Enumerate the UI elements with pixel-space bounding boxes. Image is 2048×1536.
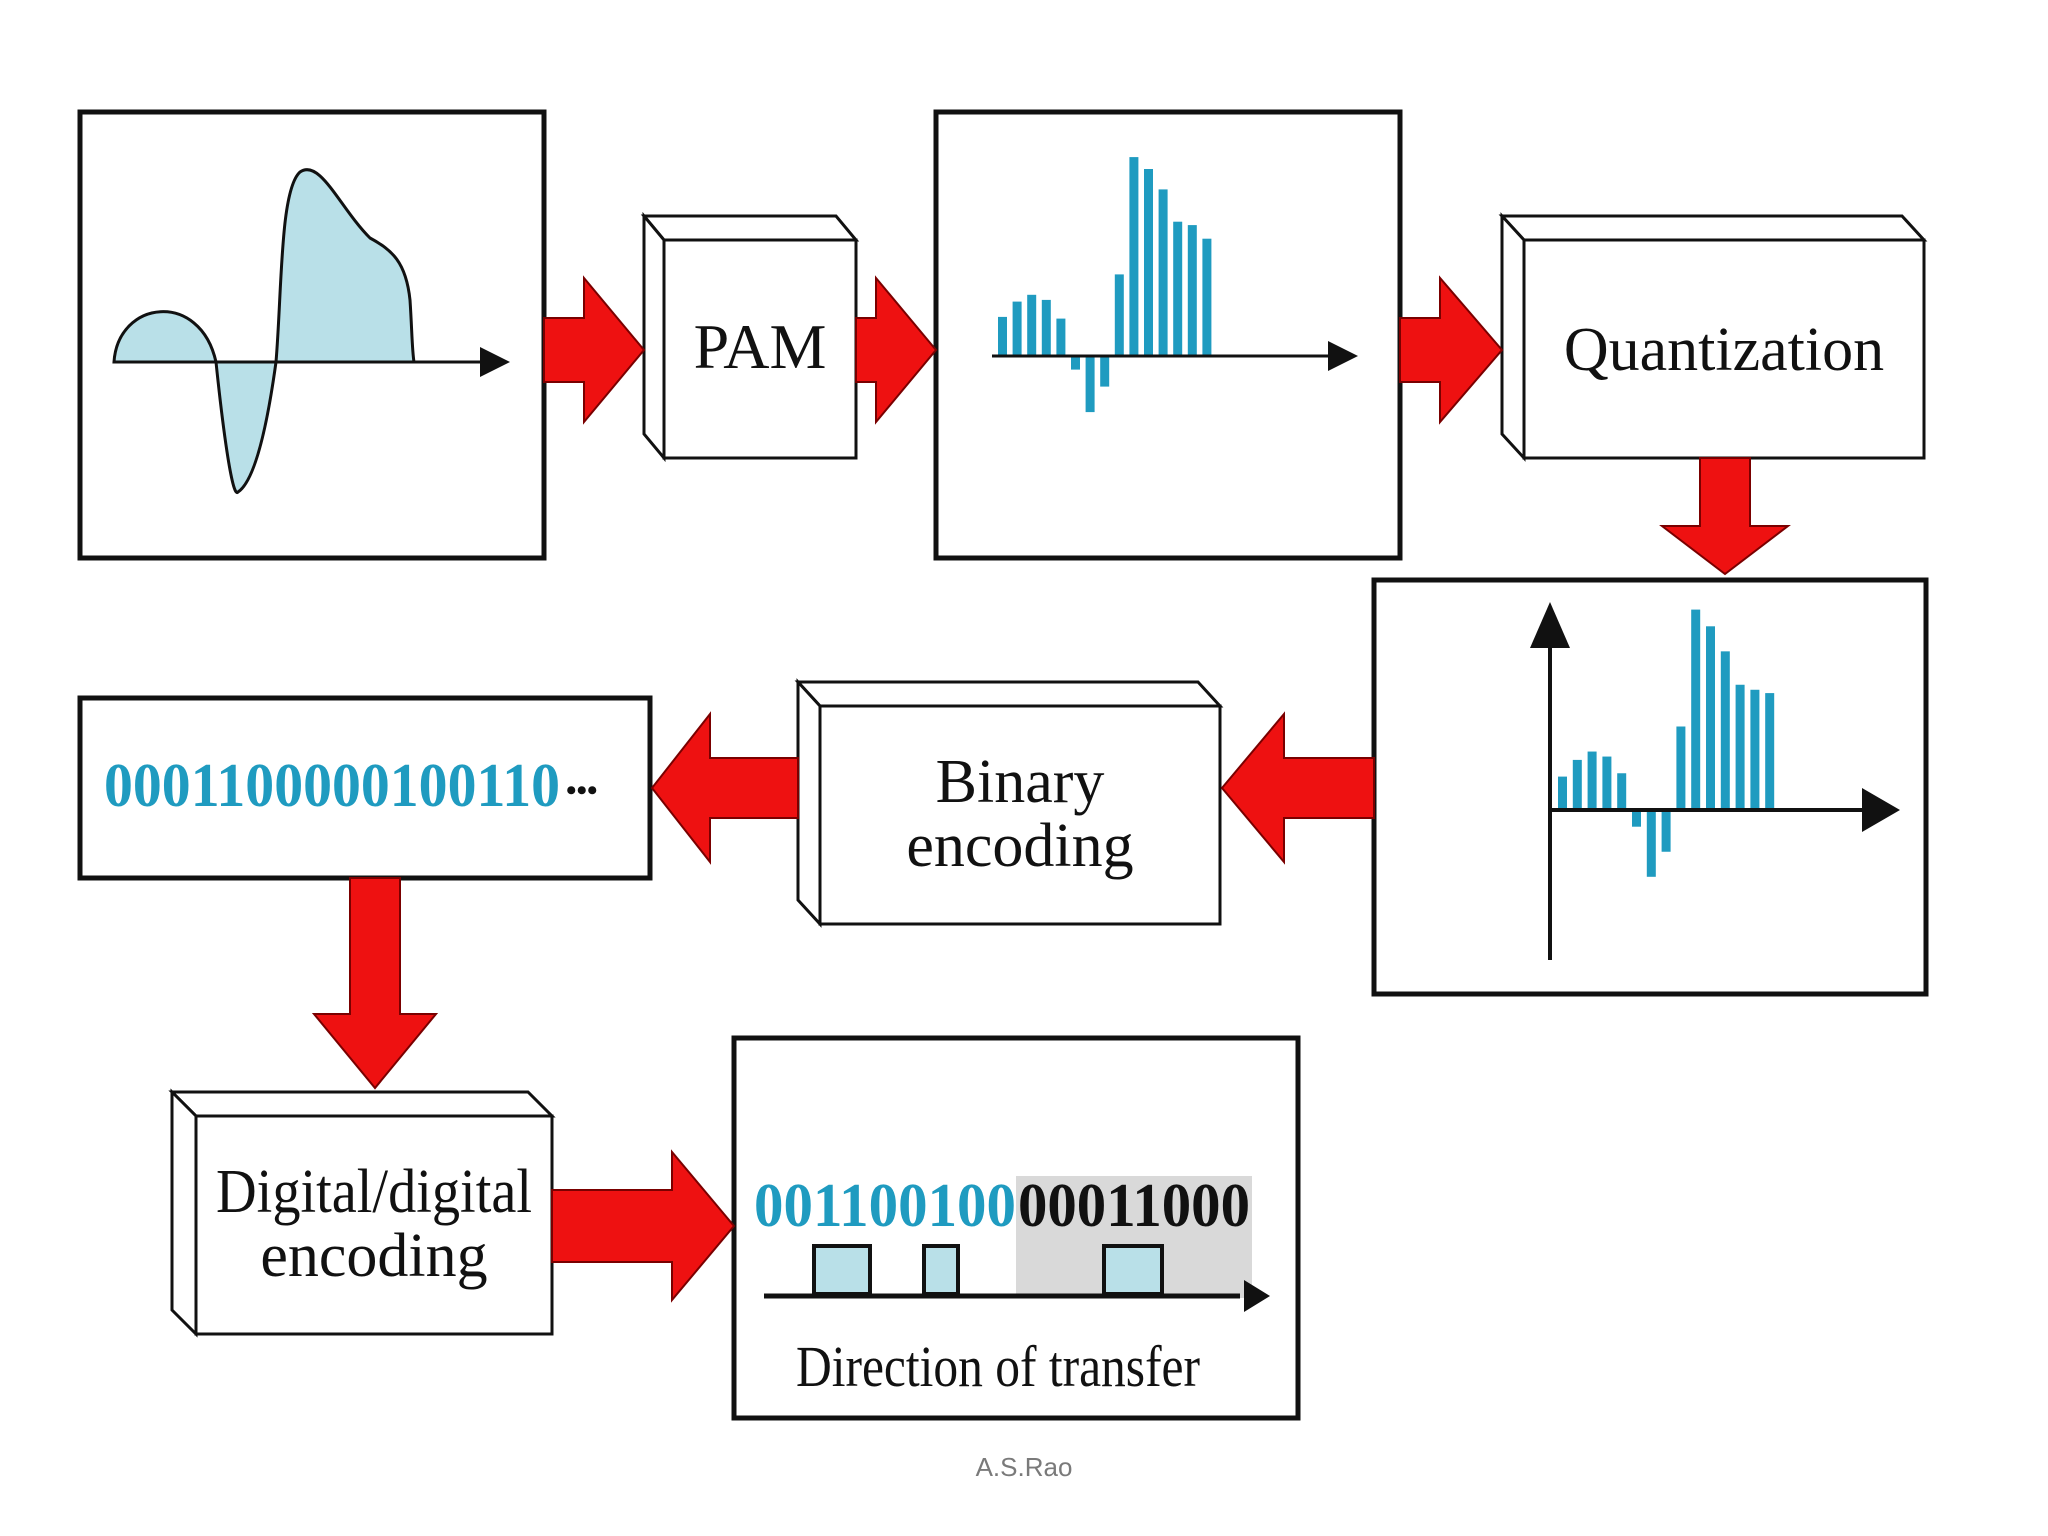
pam-sample-bar <box>1173 221 1183 356</box>
quantized-sample-bar <box>1617 773 1627 810</box>
quantized-sample-bar <box>1646 810 1656 877</box>
pam-sample-bar <box>1129 157 1139 356</box>
quantization-label: Quantization <box>1564 316 1884 384</box>
arrow-analog-to-pam <box>543 275 646 425</box>
arrow-pam-signal-to-quantization <box>1399 275 1504 425</box>
pam-signal <box>992 157 1358 413</box>
pam-sample-bar <box>1187 225 1197 356</box>
digital-encoding-block: Digital/digital encoding <box>168 1088 556 1338</box>
digital-encoding-label-line2: encoding <box>260 1222 487 1290</box>
transfer-caption: Direction of transfer <box>796 1334 1200 1399</box>
pam-sample-bar <box>1100 356 1110 387</box>
quantized-sample-bar <box>1720 651 1730 810</box>
quantized-sample-bar <box>1587 751 1597 810</box>
digital-encoding-label-line1: Digital/digital <box>216 1158 532 1226</box>
quantized-sample-bar <box>1706 626 1715 810</box>
pam-sample-bar <box>1027 294 1037 356</box>
quantized-sample-bar <box>1558 776 1567 810</box>
arrow-quantized-to-binary-encoding <box>1220 711 1375 865</box>
quantized-sample-bar <box>1632 810 1641 827</box>
binary-output-panel <box>77 695 653 881</box>
binary-encoding-label-line1: Binary <box>936 748 1105 816</box>
transfer-bits-cyan: 001100100 <box>754 1172 1016 1240</box>
pam-sample-bar <box>1114 274 1124 356</box>
arrow-binary-encoding-to-output <box>650 711 799 865</box>
transfer-bits-dark: 00011000 <box>1018 1172 1250 1240</box>
pam-block: PAM <box>640 211 860 463</box>
binary-encoding-label-line2: encoding <box>906 812 1133 880</box>
binary-output-bits: 0001100000100110 <box>104 752 560 820</box>
arrow-digital-encoding-to-transfer <box>551 1149 736 1303</box>
quantized-sample-bar <box>1691 609 1701 810</box>
binary-output-ellipsis: ••• <box>566 774 598 807</box>
pam-sample-bar <box>1071 356 1080 370</box>
quantized-signal-panel <box>1371 577 1929 997</box>
pam-sample-bar <box>1012 301 1022 356</box>
pam-sample-bar <box>1056 318 1066 356</box>
quantized-sample-bar <box>1735 684 1745 810</box>
pam-sample-bar <box>1202 238 1212 356</box>
quantized-sample-bar <box>1661 810 1671 852</box>
quantized-sample-bar <box>1602 756 1612 810</box>
pam-label: PAM <box>694 311 827 382</box>
arrow-pam-to-pam-signal <box>855 275 938 425</box>
quantized-sample-bar <box>1572 759 1582 810</box>
credit-text: A.S.Rao <box>976 1452 1073 1482</box>
pam-sample-bar <box>1144 169 1153 356</box>
quantization-block: Quantization <box>1498 212 1928 462</box>
pam-sample-bar <box>1085 356 1095 413</box>
quantized-sample-bar <box>1676 726 1686 810</box>
pam-sample-bar <box>1041 299 1051 356</box>
arrow-output-to-digital-encoding <box>311 877 439 1090</box>
pam-sample-bar <box>998 316 1007 356</box>
arrow-quantization-to-quantized-signal <box>1659 457 1791 576</box>
analog-waveform <box>112 168 510 494</box>
quantized-sample-bar <box>1750 689 1760 810</box>
quantized-sample-bar <box>1765 693 1775 810</box>
quantized-signal <box>1530 602 1900 960</box>
pam-sample-bar <box>1158 189 1168 356</box>
flow-arrows <box>311 275 1791 1303</box>
binary-encoding-block: Binary encoding <box>794 678 1224 928</box>
transfer-pulses <box>812 1244 1164 1296</box>
